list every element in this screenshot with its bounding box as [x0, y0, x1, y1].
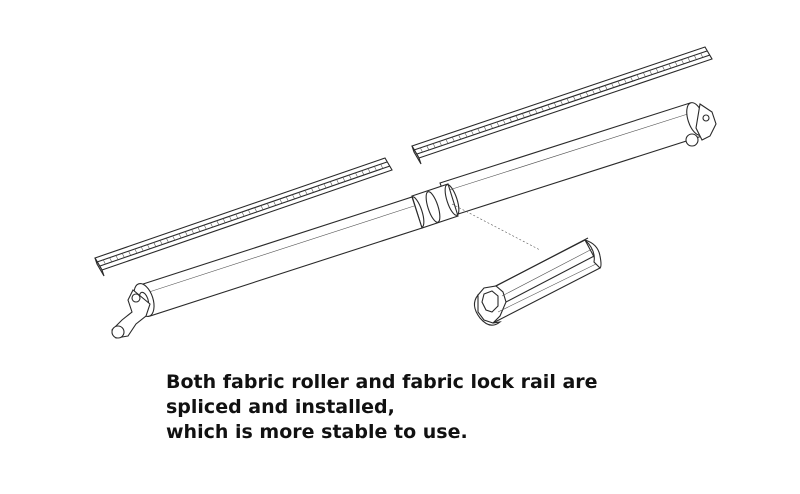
caption-line-2: spliced and installed, — [166, 396, 395, 418]
awning-roller-diagram — [94, 46, 717, 339]
right-lock-rail — [411, 46, 713, 165]
left-end-bracket — [111, 289, 151, 339]
caption-text: Both fabric roller and fabric lock rail … — [166, 370, 786, 445]
detail-leader-line — [451, 203, 541, 251]
left-lock-rail — [94, 157, 393, 277]
roller-profile-detail — [473, 237, 602, 326]
caption-line-3: which is more stable to use. — [166, 421, 468, 443]
fabric-roller-right — [439, 102, 706, 217]
fabric-roller-left — [133, 196, 423, 317]
right-end-bracket — [685, 103, 717, 147]
caption-line-1: Both fabric roller and fabric lock rail … — [166, 371, 598, 393]
